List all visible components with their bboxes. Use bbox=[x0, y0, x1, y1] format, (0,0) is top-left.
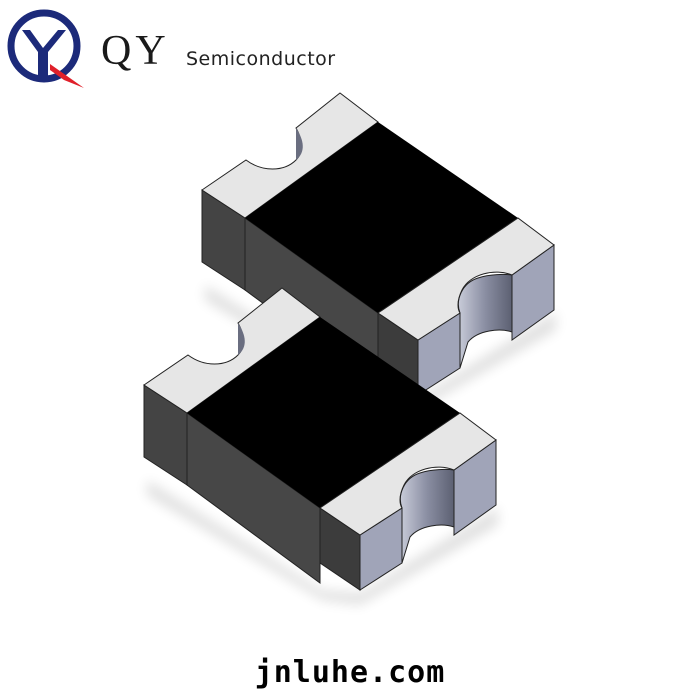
brand-tagline: Semiconductor bbox=[186, 48, 336, 70]
brand-name: QY bbox=[101, 28, 170, 74]
logo: QY Semiconductor bbox=[0, 0, 380, 90]
qy-logo-icon bbox=[7, 9, 84, 88]
website-url: jnluhe.com bbox=[254, 655, 446, 690]
